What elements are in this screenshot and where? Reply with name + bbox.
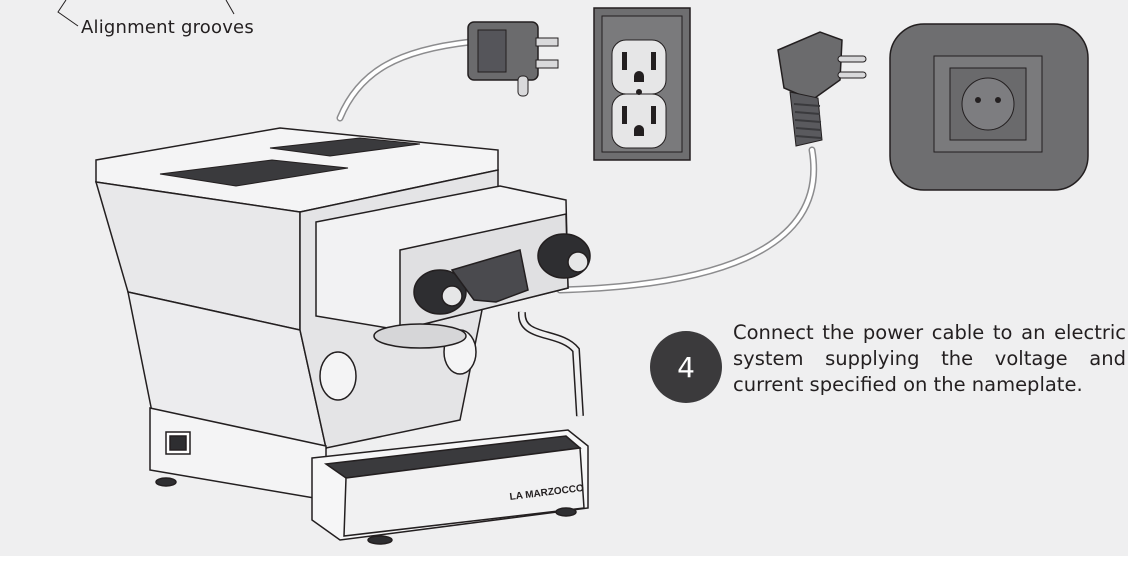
alignment-grooves-label: Alignment grooves (81, 17, 254, 38)
steam-knob-right (537, 233, 591, 279)
steam-knob-left (413, 269, 467, 315)
eu-plug-icon (777, 31, 867, 147)
eu-socket-icon (889, 23, 1089, 191)
callout-leader-lines (57, 0, 235, 27)
step-instruction-text: Connect the power cable to an electric s… (733, 321, 1126, 396)
us-outlet-icon (593, 7, 691, 161)
step-number-badge: 4 (650, 331, 722, 403)
us-plug-icon (467, 21, 559, 97)
espresso-machine-icon (94, 127, 591, 545)
